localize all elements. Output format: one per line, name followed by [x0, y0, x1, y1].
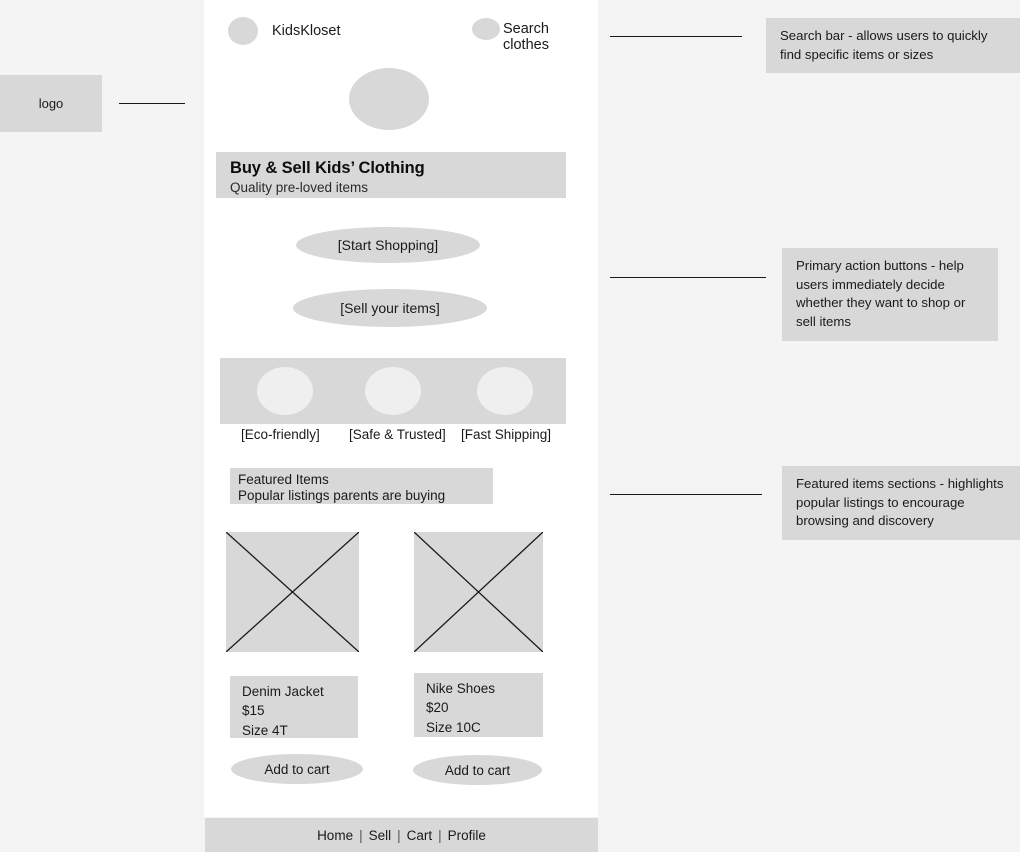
nav-separator: | [438, 827, 442, 843]
annotation-featured-items: Featured items sections - highlights pop… [782, 466, 1020, 541]
nav-item-home[interactable]: Home [317, 827, 354, 843]
add-to-cart-button[interactable]: Add to cart [231, 754, 363, 784]
featured-items-header: Featured Items Popular listings parents … [230, 468, 493, 504]
features-strip [220, 358, 566, 424]
feature-label-fast-shipping: [Fast Shipping] [461, 427, 552, 442]
product-info: Nike Shoes $20 Size 10C [414, 673, 543, 737]
feature-label-eco-friendly: [Eco-friendly] [241, 427, 320, 442]
hero-banner: Buy & Sell Kids’ Clothing Quality pre-lo… [216, 152, 566, 198]
product-name: Nike Shoes [426, 681, 496, 696]
featured-items-title: Featured Items [238, 472, 329, 487]
logo-annotation-label: logo [38, 96, 64, 111]
annotation-search-bar: Search bar - allows users to quickly fin… [766, 18, 1020, 74]
safe-trusted-icon [365, 367, 421, 415]
brand-name-label: KidsKloset [272, 23, 341, 39]
nav-item-profile[interactable]: Profile [447, 827, 486, 843]
nav-item-cart[interactable]: Cart [406, 827, 433, 843]
product-image-placeholder [414, 532, 543, 652]
hero-image-placeholder [349, 68, 429, 130]
leader-line-logo [119, 103, 185, 104]
product-price: $15 [242, 703, 265, 719]
search-input[interactable]: Search clothes [503, 21, 549, 53]
sell-your-items-button[interactable]: [Sell your items] [293, 289, 487, 327]
product-name: Denim Jacket [242, 684, 324, 699]
logo-annotation-box: logo [0, 75, 102, 132]
leader-line-action-buttons [610, 277, 766, 278]
featured-items-subtitle: Popular listings parents are buying [238, 488, 446, 503]
start-shopping-button[interactable]: [Start Shopping] [296, 227, 480, 263]
nav-item-sell[interactable]: Sell [368, 827, 392, 843]
leader-line-search-bar [610, 36, 742, 37]
brand-logo-icon [228, 17, 258, 45]
nav-separator: | [397, 827, 401, 843]
bottom-navigation-bar: Home | Sell | Cart | Profile [205, 818, 598, 852]
fast-shipping-icon [477, 367, 533, 415]
product-size: Size 4T [242, 722, 288, 738]
product-price: $20 [426, 700, 449, 716]
hero-title: Buy & Sell Kids’ Clothing [230, 159, 425, 177]
app-header: KidsKloset Search clothes [204, 0, 598, 60]
eco-friendly-icon [257, 367, 313, 415]
nav-separator: | [359, 827, 363, 843]
search-icon[interactable] [472, 18, 500, 40]
product-info: Denim Jacket $15 Size 4T [230, 676, 358, 738]
product-image-placeholder [226, 532, 359, 652]
phone-mockup-frame: KidsKloset Search clothes Buy & Sell Kid… [204, 0, 598, 817]
product-size: Size 10C [426, 719, 481, 735]
feature-label-safe-trusted: [Safe & Trusted] [349, 427, 446, 442]
annotation-action-buttons: Primary action buttons - help users imme… [782, 248, 998, 341]
hero-subtitle: Quality pre-loved items [230, 180, 369, 195]
add-to-cart-button[interactable]: Add to cart [413, 755, 542, 785]
leader-line-featured-items [610, 494, 762, 495]
